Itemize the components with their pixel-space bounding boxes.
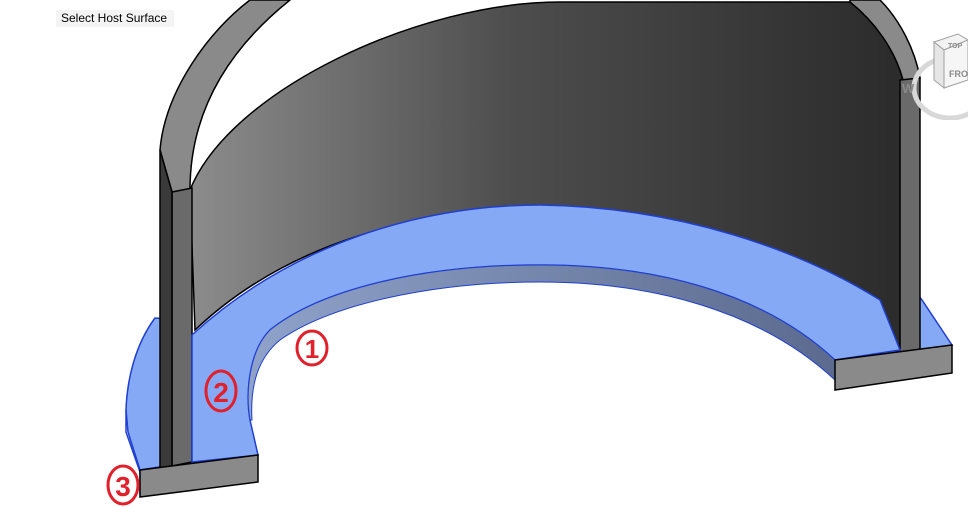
viewcube-front-face[interactable] bbox=[933, 40, 945, 90]
wall-outer-left bbox=[159, 149, 173, 472]
base-block-left bbox=[139, 454, 259, 498]
viewcube-right-face[interactable] bbox=[943, 39, 968, 89]
floor-ledge-inner-face bbox=[247, 264, 836, 421]
marker-3-label: 3 bbox=[115, 471, 131, 502]
base-block-right bbox=[834, 344, 953, 391]
compass-w-label: W bbox=[902, 81, 915, 96]
marker-2: 2 bbox=[204, 369, 238, 413]
marker-2-label: 2 bbox=[213, 377, 229, 408]
marker-1: 1 bbox=[295, 329, 329, 367]
viewcube-top-label: TOP bbox=[948, 43, 963, 50]
viewcube-front-label: FRONT bbox=[949, 69, 968, 79]
marker-1-label: 1 bbox=[305, 334, 319, 364]
viewcube[interactable]: TOP FRONT W bbox=[898, 30, 968, 120]
marker-3: 3 bbox=[106, 464, 140, 506]
status-prompt: Select Host Surface bbox=[56, 10, 175, 27]
wall-top-cap bbox=[159, 0, 292, 193]
wall-end-left bbox=[171, 187, 193, 467]
